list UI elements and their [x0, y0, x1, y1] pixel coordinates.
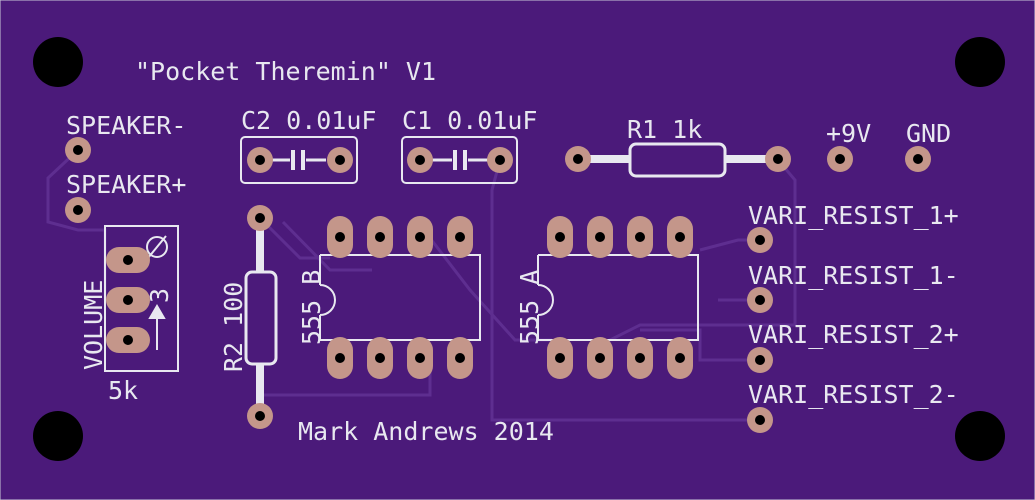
pad-c2-2-drill	[335, 155, 345, 165]
label-speaker-minus: SPEAKER-	[66, 111, 186, 140]
pad-ic-a-top-1-drill	[555, 232, 565, 242]
pad-ic-b-bottom-1-drill	[335, 353, 345, 363]
label-c2: C2 0.01uF	[241, 106, 376, 135]
label-gnd: GND	[906, 119, 951, 148]
label-ic-a: 555 A	[515, 270, 544, 345]
label-r2: R2 100	[219, 282, 248, 372]
label-pot-value: 5k	[108, 376, 138, 405]
pad-ic-b-bottom-3-drill	[415, 353, 425, 363]
pad-ic-a-top-3-drill	[635, 232, 645, 242]
label-vr1-plus: VARI_RESIST_1+	[748, 201, 959, 230]
pad-ic-a-bottom-3-drill	[635, 353, 645, 363]
pad-ic-a-bottom-2-drill	[595, 353, 605, 363]
pad-c2-1-drill	[255, 155, 265, 165]
pad-r2-2-drill	[255, 411, 265, 421]
pad-r1-2-drill	[773, 154, 783, 164]
pad-r1-1-drill	[573, 154, 583, 164]
pad-ic-a-bottom-4-drill	[675, 353, 685, 363]
pad-pot-2-drill	[123, 295, 133, 305]
label-9v: +9V	[826, 119, 871, 148]
pad-vr2-minus-drill	[755, 415, 765, 425]
pad-pot-1-drill	[123, 255, 133, 265]
mounting-hole-bottom-left	[33, 411, 83, 461]
copper-pads	[65, 137, 931, 433]
label-vr1-minus: VARI_RESIST_1-	[748, 261, 959, 290]
label-r1: R1 1k	[627, 115, 702, 144]
mounting-hole-top-left	[33, 37, 83, 87]
pad-9v-drill	[835, 154, 845, 164]
pad-c1-2-drill	[495, 155, 505, 165]
label-pot-pin3: 3	[145, 288, 174, 303]
pad-speaker-minus-drill	[73, 145, 83, 155]
label-speaker-plus: SPEAKER+	[66, 170, 186, 199]
mounting-hole-top-right	[955, 37, 1005, 87]
board-credit: Mark Andrews 2014	[298, 417, 554, 446]
pad-vr1-minus-drill	[755, 295, 765, 305]
label-vr2-plus: VARI_RESIST_2+	[748, 320, 959, 349]
pad-ic-b-top-2-drill	[375, 232, 385, 242]
capacitor-c1	[401, 136, 518, 184]
pad-ic-a-bottom-1-drill	[555, 353, 565, 363]
pad-ic-a-top-2-drill	[595, 232, 605, 242]
pad-ic-b-top-4-drill	[455, 232, 465, 242]
pad-pot-3-drill	[123, 335, 133, 345]
pad-ic-b-bottom-4-drill	[455, 353, 465, 363]
pad-ic-a-top-4-drill	[675, 232, 685, 242]
pad-gnd-drill	[913, 154, 923, 164]
mounting-hole-bottom-right	[955, 411, 1005, 461]
pad-c1-1-drill	[415, 155, 425, 165]
potentiometer-volume	[104, 225, 179, 372]
pad-ic-b-top-3-drill	[415, 232, 425, 242]
label-vr2-minus: VARI_RESIST_2-	[748, 380, 959, 409]
label-c1: C1 0.01uF	[402, 106, 537, 135]
label-volume: VOLUME	[79, 280, 108, 370]
mounting-holes	[33, 37, 1005, 461]
silkscreen-text: "Pocket Theremin" V1 SPEAKER- SPEAKER+ C…	[66, 57, 959, 446]
capacitor-c2	[240, 136, 358, 184]
pad-ic-b-bottom-2-drill	[375, 353, 385, 363]
label-ic-b: 555 B	[297, 270, 326, 345]
pad-ic-b-top-1-drill	[335, 232, 345, 242]
pad-r2-1-drill	[255, 213, 265, 223]
pad-vr2-plus-drill	[755, 355, 765, 365]
pad-speaker-plus-drill	[73, 205, 83, 215]
pad-vr1-plus-drill	[755, 235, 765, 245]
board-title: "Pocket Theremin" V1	[135, 57, 436, 86]
